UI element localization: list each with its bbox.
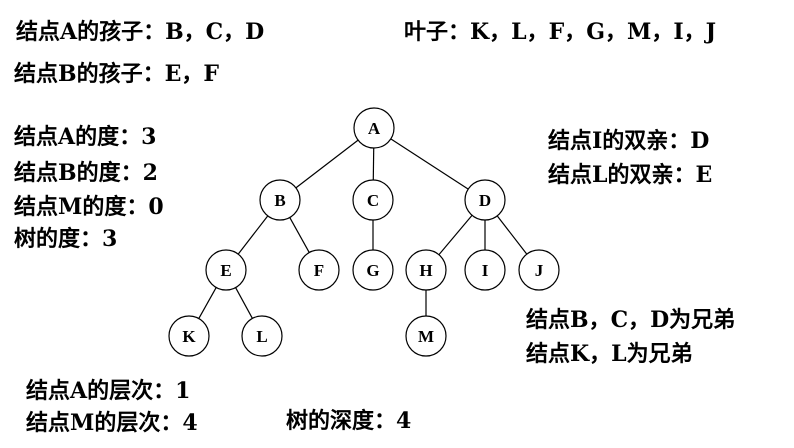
tree-node-i: I — [464, 249, 506, 291]
edge-a-d — [390, 138, 469, 190]
node-label: A — [368, 119, 381, 138]
edge-d-j — [496, 215, 528, 255]
node-label: D — [479, 191, 491, 210]
node-circle — [205, 249, 247, 291]
degree-of-M: 结点M的度：0 — [14, 194, 164, 220]
node-label: L — [256, 327, 267, 346]
edge-b-f — [289, 217, 310, 253]
node-circle — [518, 249, 560, 291]
parent-of-I: 结点I的双亲：D — [548, 128, 710, 154]
node-label: F — [314, 261, 324, 280]
node-circle — [298, 249, 340, 291]
node-circle — [405, 315, 447, 357]
node-circle — [464, 249, 506, 291]
tree-node-g: G — [352, 249, 394, 291]
leaves-list: 叶子：K，L，F，G，M，I，J — [404, 19, 717, 45]
children-of-B: 结点B的孩子：E，F — [14, 61, 219, 87]
tree-node-a: A — [353, 107, 395, 149]
node-label: M — [418, 327, 434, 346]
node-label: K — [182, 327, 196, 346]
node-circle — [259, 179, 301, 221]
node-circle — [352, 249, 394, 291]
tree-node-e: E — [205, 249, 247, 291]
node-label: I — [482, 261, 489, 280]
tree-node-f: F — [298, 249, 340, 291]
tree-node-b: B — [259, 179, 301, 221]
tree-edges — [198, 138, 528, 319]
node-circle — [241, 315, 283, 357]
siblings-BCD: 结点B，C，D为兄弟 — [526, 307, 736, 333]
level-of-M: 结点M的层次：4 — [26, 410, 198, 436]
tree-node-c: C — [352, 179, 394, 221]
node-circle — [405, 249, 447, 291]
node-label: G — [366, 261, 379, 280]
node-circle — [353, 107, 395, 149]
tree-node-l: L — [241, 315, 283, 357]
node-circle — [168, 315, 210, 357]
children-of-A: 结点A的孩子：B，C，D — [16, 19, 265, 45]
tree-node-d: D — [464, 179, 506, 221]
node-label: C — [367, 191, 379, 210]
edge-d-h — [438, 214, 473, 256]
node-circle — [464, 179, 506, 221]
node-label: J — [535, 261, 544, 280]
node-label: H — [419, 261, 432, 280]
tree-degree: 树的度：3 — [14, 226, 118, 252]
edge-e-l — [235, 287, 253, 319]
parent-of-L: 结点L的双亲：E — [548, 162, 713, 188]
siblings-KL: 结点K，L为兄弟 — [526, 341, 693, 367]
tree-node-m: M — [405, 315, 447, 357]
edge-a-b — [295, 139, 359, 189]
edge-b-e — [237, 215, 269, 255]
tree-node-k: K — [168, 315, 210, 357]
tree-node-h: H — [405, 249, 447, 291]
tree-nodes: A B C D E F G H I J K L M — [168, 107, 560, 357]
tree-depth: 树的深度：4 — [286, 408, 412, 434]
tree-node-j: J — [518, 249, 560, 291]
degree-of-B: 结点B的度：2 — [14, 160, 158, 186]
edge-e-k — [198, 287, 217, 319]
node-circle — [352, 179, 394, 221]
node-label: B — [274, 191, 285, 210]
node-label: E — [220, 261, 231, 280]
degree-of-A: 结点A的度：3 — [14, 124, 157, 150]
level-of-A: 结点A的层次：1 — [26, 378, 191, 404]
